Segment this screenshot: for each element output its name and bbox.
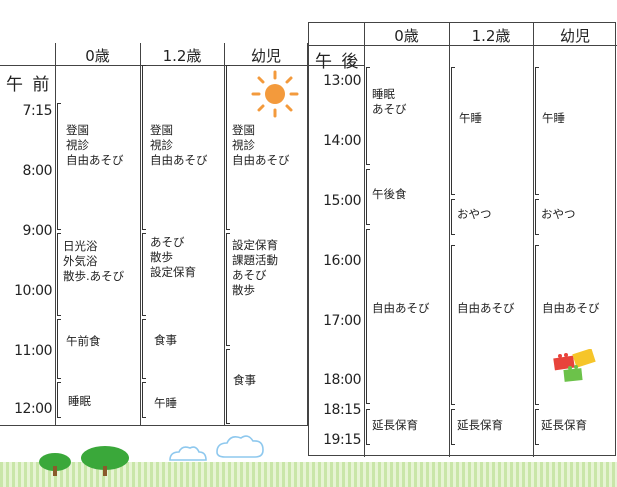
am-section-label: 午 前 — [6, 75, 52, 95]
activity-label: あそび 散歩 設定保育 — [150, 235, 196, 279]
column-header-infant: 0歳 — [394, 27, 419, 45]
activity-label: 午睡 — [459, 111, 482, 125]
activity-label: 午後食 — [372, 187, 407, 201]
time-label: 8:00 — [22, 163, 53, 179]
morning-schedule-table: 0歳 1.2歳 幼児 午 前 7:15 8:00 9:00 10:00 11:0… — [0, 43, 308, 426]
time-range-bracket — [535, 67, 539, 195]
time-range-bracket — [366, 169, 370, 225]
time-range-bracket — [57, 233, 61, 316]
time-label: 14:00 — [323, 133, 361, 149]
column-divider — [449, 23, 450, 457]
activity-label: 設定保育 課題活動 あそび 散歩 — [232, 238, 278, 297]
time-range-bracket — [535, 409, 539, 445]
time-label: 7:15 — [22, 103, 53, 119]
time-range-bracket — [142, 382, 146, 418]
activity-label: 自由あそび — [457, 301, 515, 315]
activity-label: 延長保育 — [457, 418, 503, 432]
time-range-bracket — [451, 67, 455, 195]
activity-label: 食事 — [154, 333, 177, 347]
time-column-divider — [364, 23, 365, 457]
time-range-bracket — [226, 233, 230, 346]
activity-label: 自由あそび — [372, 301, 430, 315]
time-range-bracket — [142, 319, 146, 379]
time-label: 12:00 — [14, 401, 52, 417]
column-divider — [140, 43, 141, 426]
activity-label: おやつ — [457, 207, 492, 221]
time-label: 16:00 — [323, 253, 361, 269]
column-header-toddler: 1.2歳 — [162, 47, 202, 65]
time-range-bracket — [451, 199, 455, 235]
activity-label: 食事 — [233, 373, 256, 387]
activity-label: おやつ — [541, 207, 576, 221]
header-divider — [309, 45, 617, 46]
toy-blocks-icon — [553, 349, 596, 382]
header-divider-left — [0, 65, 55, 66]
activity-label: 午睡 — [154, 396, 177, 410]
time-label: 15:00 — [323, 193, 361, 209]
time-label: 13:00 — [323, 73, 361, 89]
activity-label: 日光浴 外気浴 散歩.あそび — [63, 239, 125, 283]
activity-label: 午前食 — [66, 334, 101, 348]
time-range-bracket — [57, 103, 61, 230]
column-header-child: 幼児 — [559, 27, 590, 45]
time-label: 17:00 — [323, 313, 361, 329]
activity-label: 延長保育 — [372, 418, 418, 432]
time-label: 18:15 — [323, 402, 361, 418]
header-divider-left — [309, 65, 364, 66]
time-label: 19:15 — [323, 432, 361, 448]
time-label: 18:00 — [323, 372, 361, 388]
time-range-bracket — [142, 65, 146, 230]
cloud-icon — [169, 435, 264, 461]
afternoon-schedule-table: 0歳 1.2歳 幼児 午 後 13:00 14:00 15:00 16:00 1… — [308, 22, 617, 457]
column-divider — [224, 43, 225, 426]
time-range-bracket — [366, 409, 370, 445]
activity-label: 登園 視診 自由あそび — [232, 123, 290, 167]
pm-section-label: 午 後 — [315, 52, 361, 72]
tree-icon — [39, 446, 129, 476]
time-range-bracket — [57, 319, 61, 379]
column-header-infant: 0歳 — [85, 47, 110, 65]
activity-label: 登園 視診 自由あそび — [150, 123, 208, 167]
time-column-divider — [55, 43, 56, 426]
time-range-bracket — [57, 382, 61, 418]
time-range-bracket — [226, 349, 230, 424]
time-range-bracket — [451, 409, 455, 445]
activity-label: 午睡 — [542, 111, 565, 125]
header-divider — [55, 65, 308, 66]
column-header-toddler: 1.2歳 — [471, 27, 511, 45]
time-label: 11:00 — [14, 343, 52, 359]
time-range-bracket — [366, 67, 370, 165]
column-divider — [533, 23, 534, 457]
time-range-bracket — [142, 233, 146, 316]
sun-icon — [251, 70, 299, 118]
activity-label: 自由あそび — [542, 301, 600, 315]
column-header-child: 幼児 — [250, 47, 281, 65]
activity-label: 睡眠 あそび — [372, 87, 407, 116]
time-label: 10:00 — [14, 283, 52, 299]
time-range-bracket — [226, 65, 230, 230]
activity-label: 延長保育 — [541, 418, 587, 432]
time-range-bracket — [535, 245, 539, 405]
activity-label: 睡眠 — [68, 394, 91, 408]
time-range-bracket — [451, 245, 455, 405]
activity-label: 登園 視診 自由あそび — [66, 123, 124, 167]
time-range-bracket — [535, 199, 539, 235]
time-label: 9:00 — [22, 223, 53, 239]
time-range-bracket — [366, 229, 370, 404]
